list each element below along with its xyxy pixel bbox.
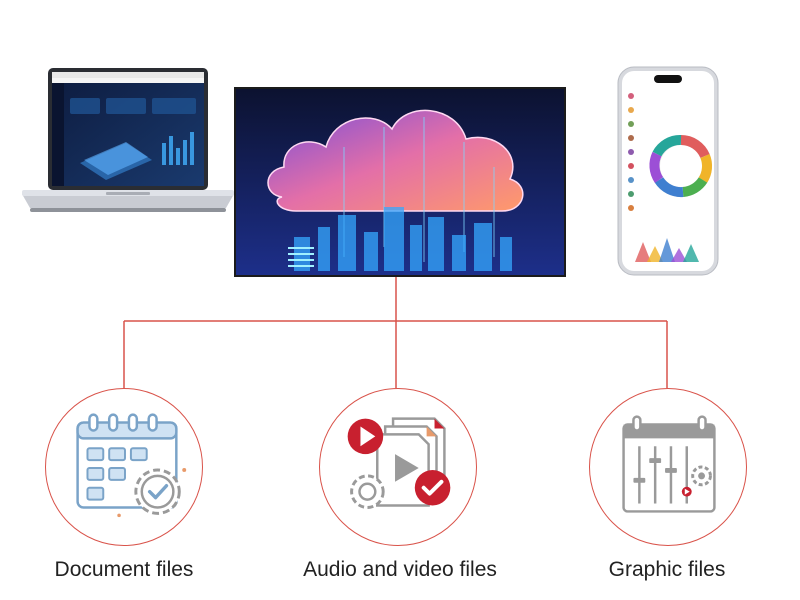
document-files-circle xyxy=(45,388,203,546)
calendar-sliders-gear-icon xyxy=(622,415,716,513)
calendar-gear-check-icon xyxy=(76,413,187,518)
audio-video-files-label: Audio and video files xyxy=(303,558,497,581)
document-files-label: Document files xyxy=(54,558,194,581)
monitor-cloud-image xyxy=(234,87,566,277)
graphic-files-label: Graphic files xyxy=(608,558,726,581)
smartphone-image xyxy=(617,66,719,276)
laptop-image xyxy=(22,68,234,212)
graphic-files-circle xyxy=(589,388,747,546)
audio-video-files-circle xyxy=(319,388,477,546)
media-files-play-check-icon xyxy=(347,417,451,509)
